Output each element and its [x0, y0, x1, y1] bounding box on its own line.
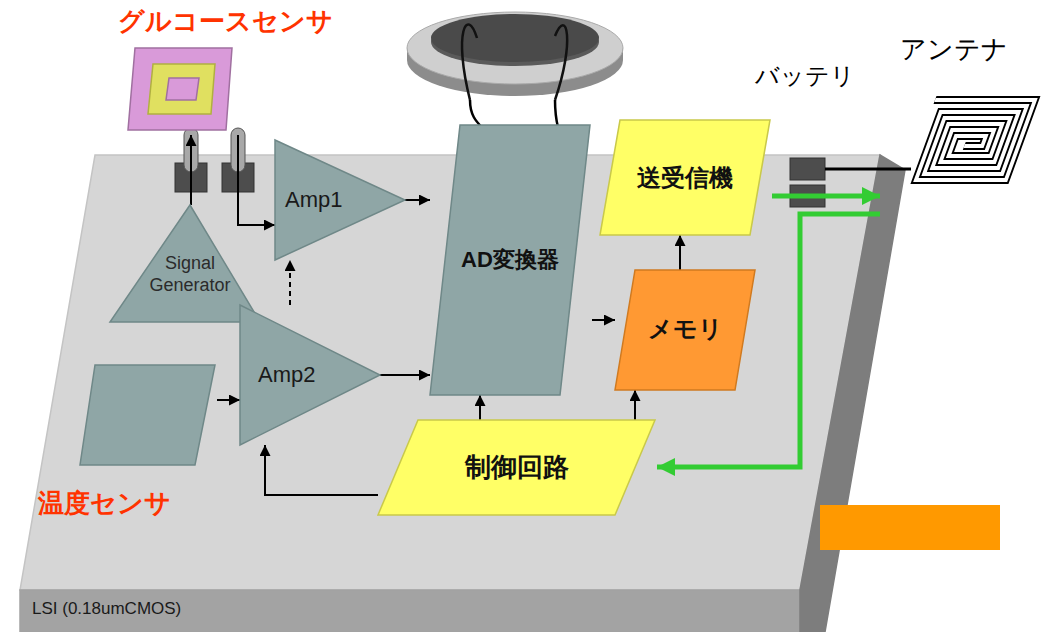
data-arrow — [380, 374, 430, 376]
node-label: Signal Generator — [135, 253, 245, 296]
chip-front — [20, 590, 800, 632]
temperature-body — [80, 365, 215, 465]
battery-top — [431, 14, 599, 62]
node-label: Amp1 — [285, 187, 375, 213]
data-arrow — [479, 395, 481, 420]
node-label: 温度センサ — [38, 488, 215, 519]
transceiver-body — [600, 120, 770, 235]
battery-node: バッテリ — [405, 2, 858, 100]
node-label: バッテリ — [755, 62, 855, 91]
sensor-ring — [148, 64, 215, 114]
node-label: LSI (0.18umCMOS) — [32, 599, 332, 619]
control-body — [378, 420, 655, 515]
sensor-pin — [184, 128, 198, 172]
amplifier-body — [240, 305, 380, 445]
data-arrow — [289, 260, 291, 305]
generator-body — [110, 205, 260, 322]
temperature-sensor: 温度センサ — [38, 360, 217, 525]
sensor-core — [166, 78, 199, 100]
battery-wire — [462, 24, 477, 100]
antenna-spiral-outline — [906, 100, 1035, 180]
data-arrow — [217, 399, 240, 401]
signal-arrow — [772, 194, 880, 199]
chip-side — [800, 155, 905, 632]
amplifier: Amp2 — [240, 305, 380, 445]
data-arrow — [265, 445, 378, 495]
data-arrow — [405, 199, 430, 201]
node-label: メモリ — [615, 315, 755, 344]
node-label: 制御回路 — [378, 452, 655, 483]
data-arrow — [679, 235, 681, 270]
control-circuit: 制御回路 — [378, 420, 657, 515]
amplifier: Amp1 — [275, 140, 405, 260]
battery-rim — [407, 12, 623, 84]
bond-pad — [790, 185, 825, 207]
amplifier-body — [275, 140, 405, 260]
antenna-wire — [825, 168, 880, 171]
sensor-outer — [128, 48, 232, 130]
chip-node: LSI (0.18umCMOS) Signal Generator Amp1AD変換… — [20, 155, 905, 632]
node-label: アンテナ — [900, 34, 1040, 65]
data-arrow — [190, 135, 192, 205]
antenna-node: アンテナ — [880, 30, 1052, 220]
converter-body — [430, 125, 590, 395]
battery-wire — [555, 25, 567, 100]
antenna-spiral — [906, 100, 1035, 180]
memory-body — [615, 270, 755, 390]
node-label: 送受信機 — [600, 164, 770, 193]
sensor-pin — [231, 128, 245, 172]
antenna-spiral-core — [906, 100, 1035, 180]
transceiver: 送受信機 — [600, 120, 772, 235]
node-label: Amp2 — [258, 362, 348, 388]
bond-pad — [790, 158, 825, 180]
ad-converter: AD変換器 — [430, 125, 592, 395]
data-arrow — [592, 319, 615, 321]
signal-generator: Signal Generator — [110, 205, 260, 322]
data-arrow — [634, 390, 636, 420]
sensor-node: グルコースセンサ — [115, 2, 337, 135]
orange-bar — [820, 505, 1000, 550]
data-arrow — [238, 135, 275, 225]
antenna-lead — [880, 168, 911, 171]
node-label: AD変換器 — [430, 247, 590, 273]
memory-block: メモリ — [615, 270, 757, 390]
node-label: グルコースセンサ — [115, 6, 335, 37]
